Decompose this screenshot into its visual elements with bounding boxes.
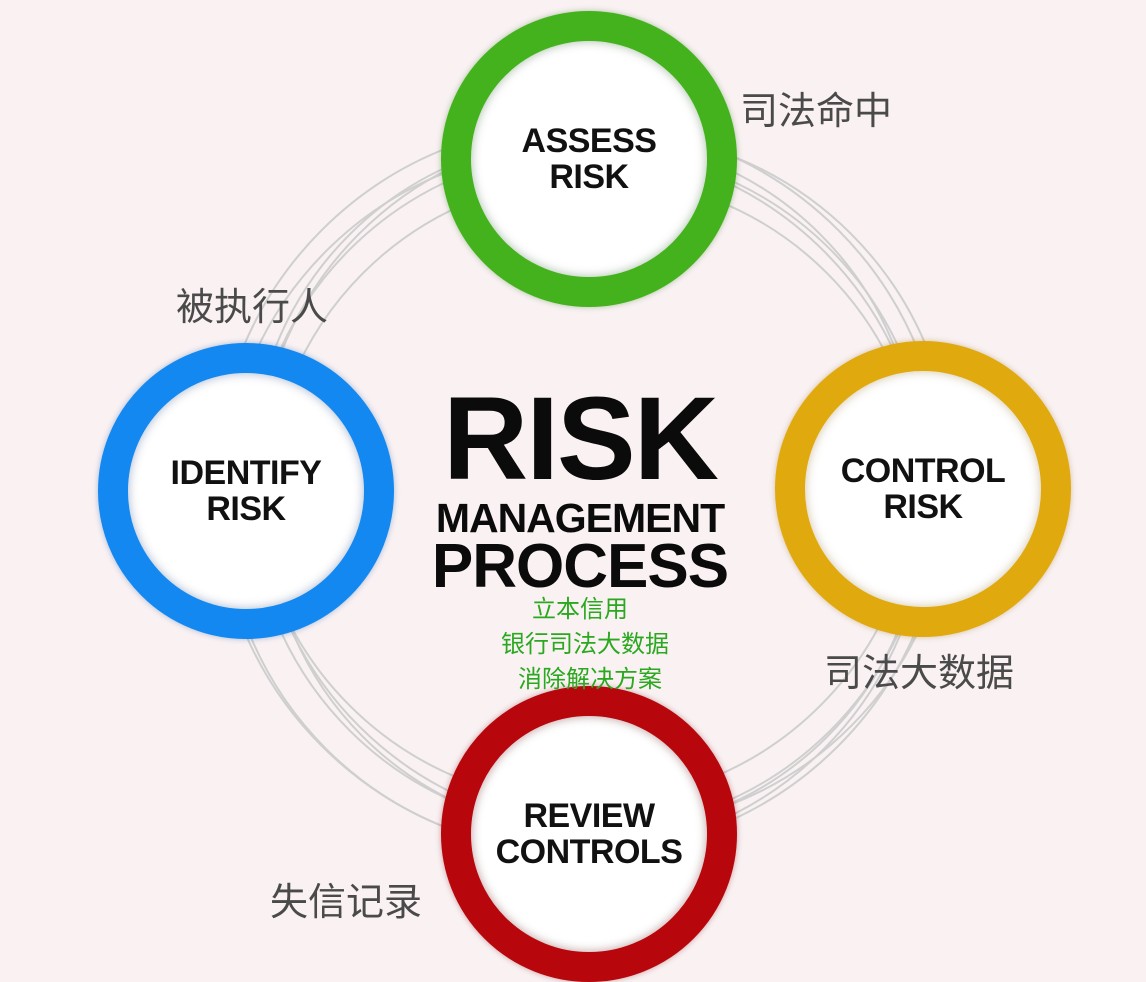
control-risk-line1: CONTROL [840, 452, 1006, 490]
title-management: MANAGEMENT [435, 495, 725, 541]
review-controls-node: REVIEW CONTROLS [441, 686, 737, 982]
control-risk-node: CONTROL RISK [775, 341, 1071, 637]
tagline-line1: 立本信用 [532, 595, 628, 623]
control-risk-line2: RISK [883, 488, 963, 526]
tagline-line3: 消除解决方案 [518, 665, 662, 693]
assess-risk-line2: RISK [549, 158, 629, 196]
label-top-right: 司法命中 [740, 89, 893, 133]
label-right: 司法大数据 [824, 651, 1015, 695]
label-bottom-left: 失信记录 [270, 880, 423, 924]
title-risk: RISK [443, 373, 719, 505]
label-left: 被执行人 [176, 285, 329, 329]
identify-risk-line2: RISK [206, 490, 286, 528]
assess-risk-line1: ASSESS [521, 122, 657, 160]
review-controls-line1: REVIEW [523, 797, 655, 835]
center-title: RISK MANAGEMENT PROCESS [420, 373, 740, 601]
identify-risk-line1: IDENTIFY [170, 454, 322, 492]
title-process: PROCESS [431, 532, 729, 601]
assess-risk-node: ASSESS RISK [441, 11, 737, 307]
tagline-line2: 银行司法大数据 [501, 630, 669, 658]
identify-risk-node: IDENTIFY RISK [98, 343, 394, 639]
review-controls-line2: CONTROLS [495, 833, 683, 871]
